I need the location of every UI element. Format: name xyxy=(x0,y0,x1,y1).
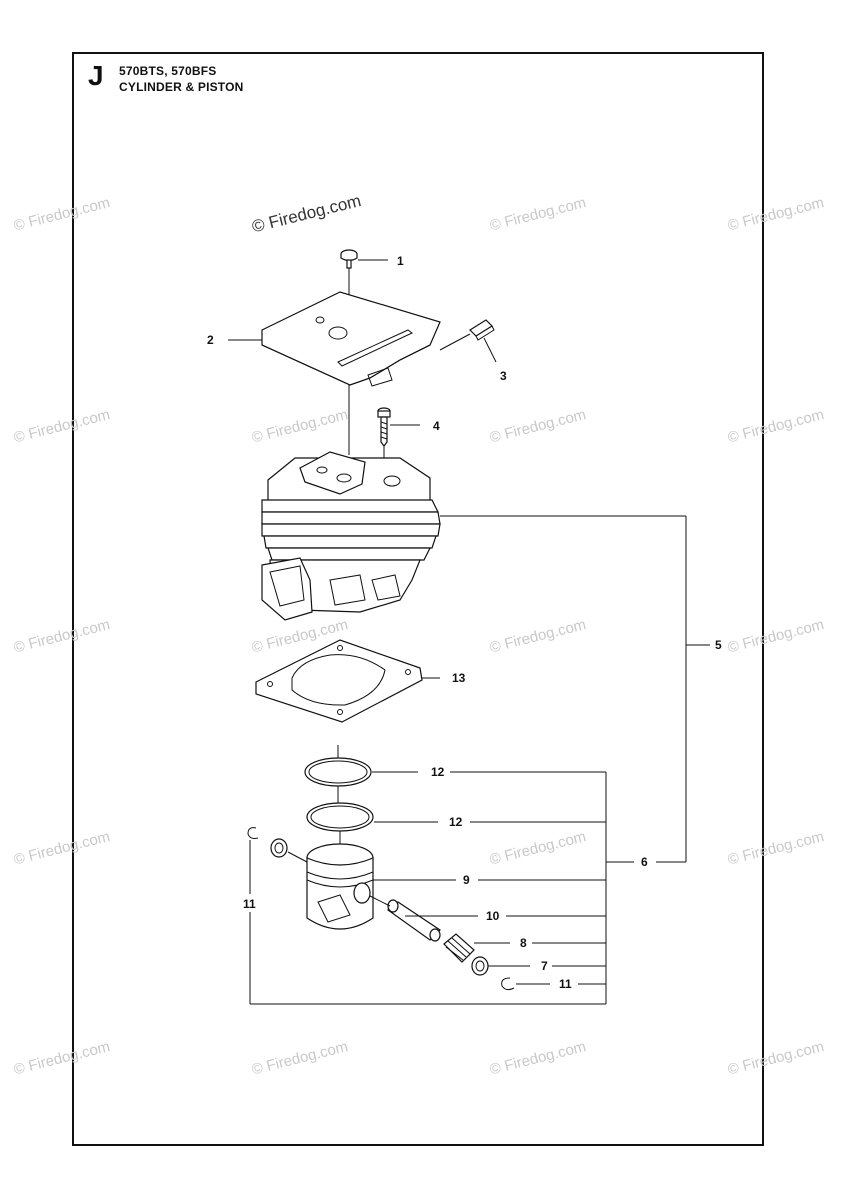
part-11-circlip xyxy=(501,977,515,991)
part-12-piston-ring xyxy=(306,802,374,832)
callout-13: 13 xyxy=(452,671,466,685)
part-12-piston-ring xyxy=(304,757,372,787)
part-13-gasket xyxy=(255,639,423,723)
callout-7: 7 xyxy=(541,959,548,973)
callout-11-left: 11 xyxy=(243,897,256,911)
callout-12-lower: 12 xyxy=(449,815,463,829)
part-10-piston-pin xyxy=(387,899,441,942)
part-3-clip xyxy=(469,319,495,341)
callout-11: 11 xyxy=(559,977,572,991)
part-1-screw xyxy=(340,249,358,269)
callout-10: 10 xyxy=(486,909,500,923)
part-5-cylinder xyxy=(261,451,441,621)
callout-5: 5 xyxy=(715,638,722,652)
callout-12: 12 xyxy=(431,765,445,779)
part-2-cover-plate xyxy=(261,291,441,387)
callout-9: 9 xyxy=(463,873,470,887)
part-9-piston xyxy=(306,843,374,930)
page-frame xyxy=(72,52,764,1146)
callout-8: 8 xyxy=(520,936,527,950)
part-4-bolt xyxy=(377,407,391,447)
callout-4: 4 xyxy=(433,419,440,433)
part-8-needle-bearing xyxy=(443,933,475,963)
part-7-washer xyxy=(471,956,489,976)
section-letter: J xyxy=(88,60,104,91)
page-title: CYLINDER & PISTON xyxy=(119,80,244,94)
part-11-circlip xyxy=(247,827,259,839)
callout-3: 3 xyxy=(500,369,507,383)
part-11-washer-left xyxy=(270,838,288,858)
callout-6: 6 xyxy=(641,855,648,869)
callout-1: 1 xyxy=(397,254,404,268)
callout-2: 2 xyxy=(207,333,214,347)
model-label: 570BTS, 570BFS xyxy=(119,64,217,78)
